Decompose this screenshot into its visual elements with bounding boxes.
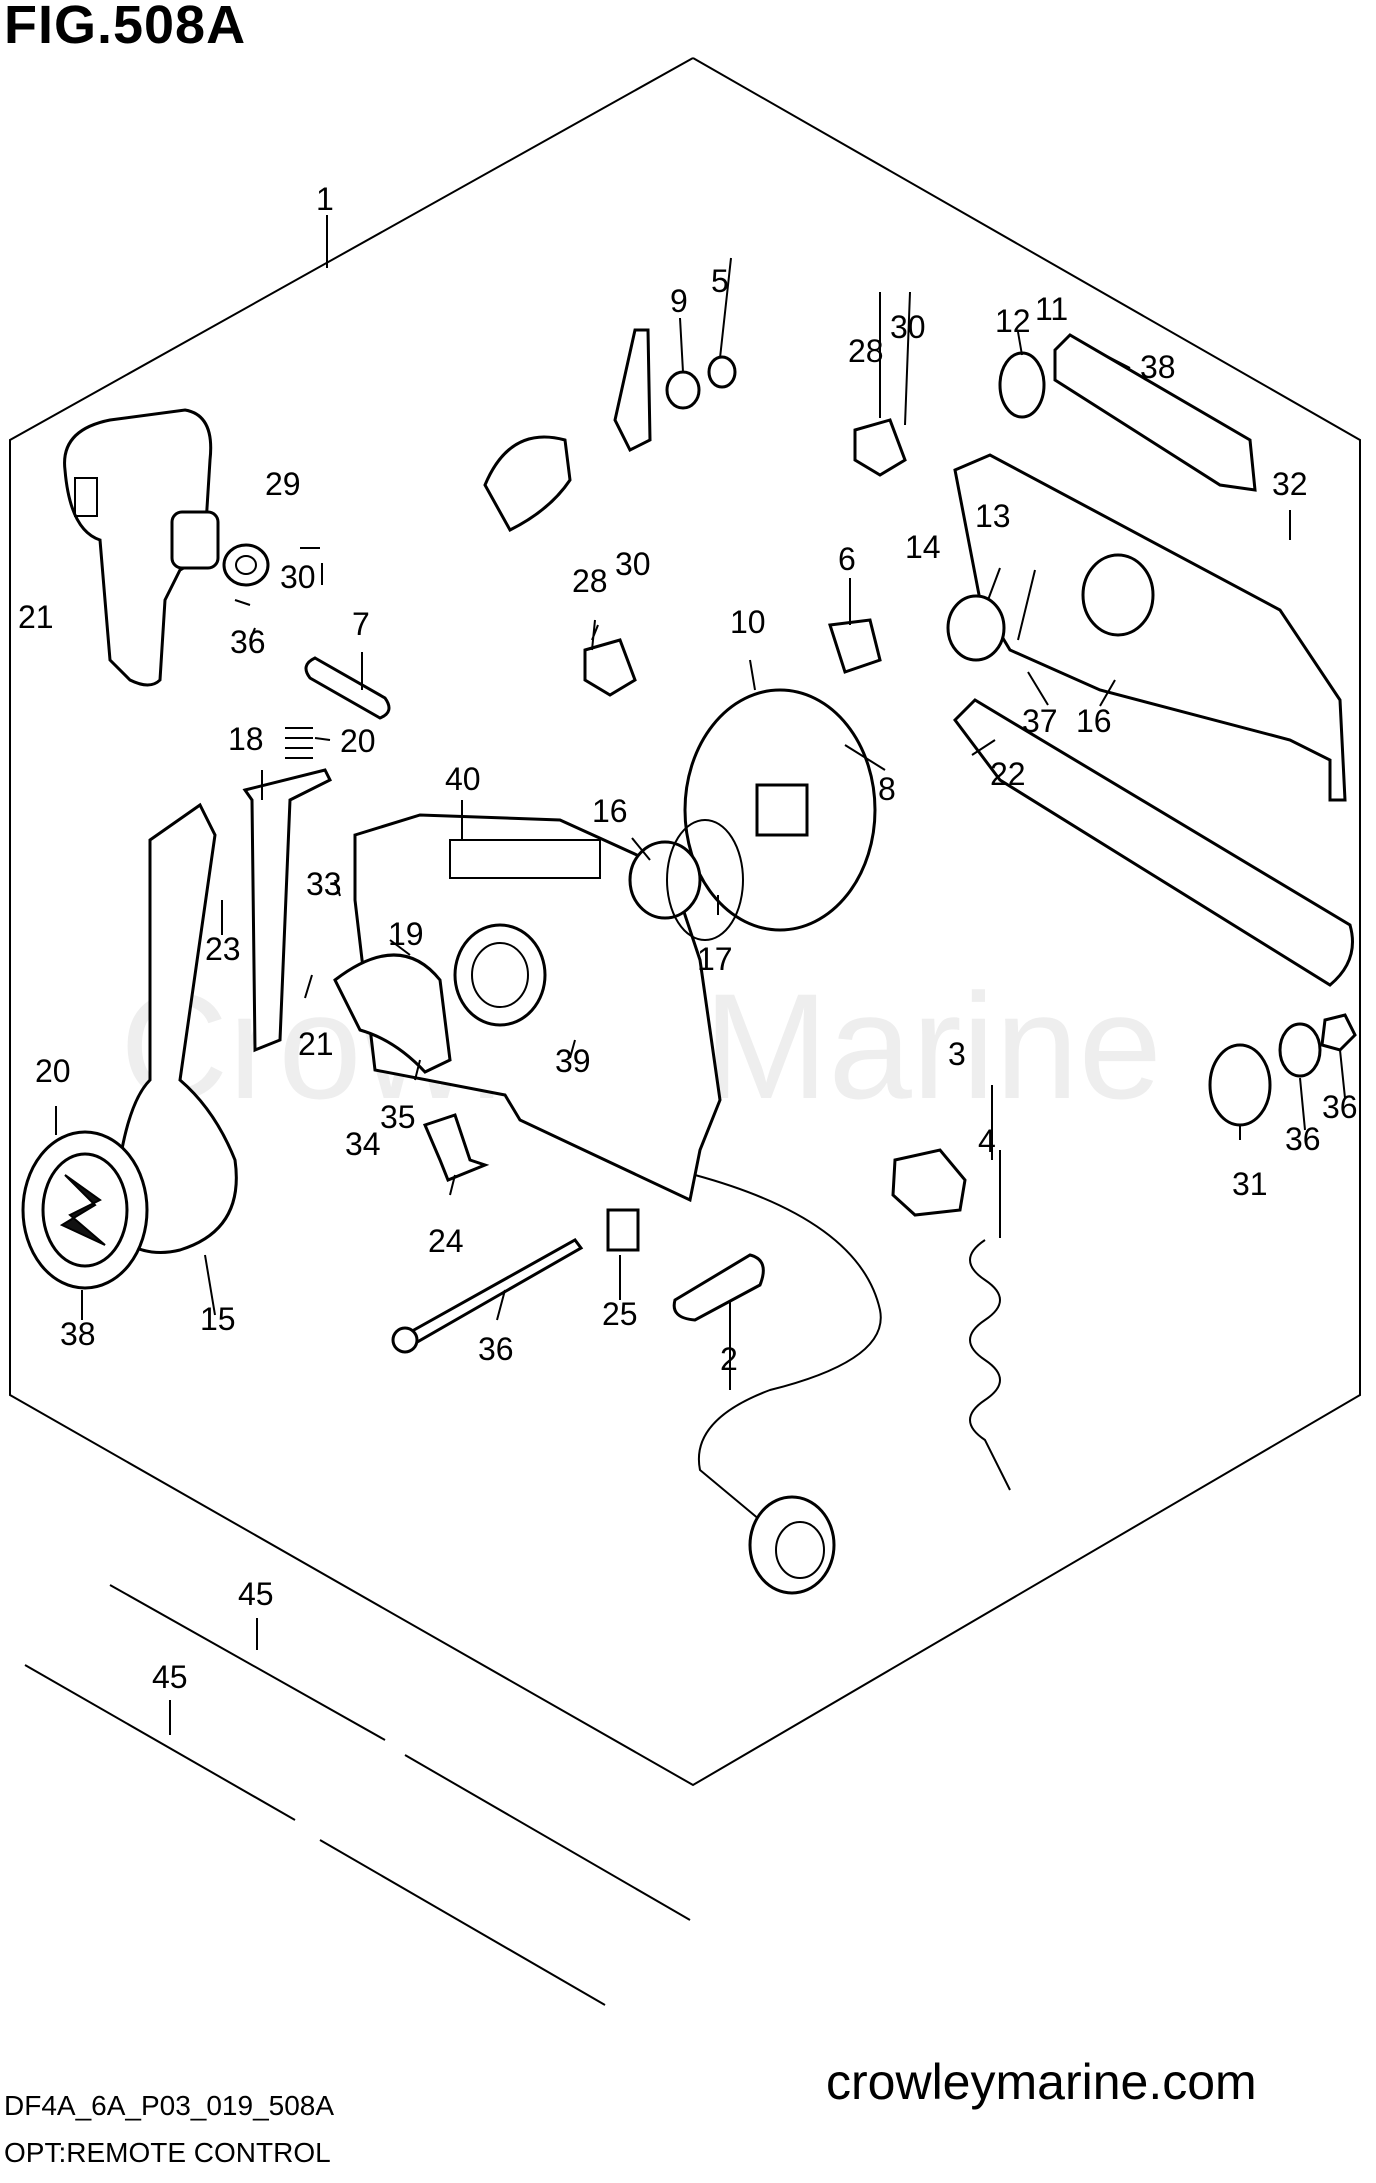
- part-oil-seal: [998, 351, 1046, 419]
- callout-23: 21: [18, 599, 54, 635]
- figure-title: FIG.508A: [4, 0, 247, 55]
- callout-43: 39: [555, 1043, 591, 1079]
- part-wire-harness: [694, 1174, 882, 1521]
- callout-30b: 30: [615, 546, 651, 582]
- part-lanyard: [969, 1239, 1011, 1491]
- part-grommet: [1208, 1043, 1272, 1127]
- website-label: crowleymarine.com: [826, 2054, 1257, 2110]
- part-shaft-6: [828, 618, 882, 674]
- part-pinion: [946, 594, 1006, 662]
- callout-45b: 45: [152, 1659, 188, 1695]
- callout-35: 34: [345, 1126, 381, 1162]
- callout-30a: 30: [890, 309, 926, 345]
- callout-26: 24: [428, 1223, 464, 1259]
- part-detent: [613, 328, 652, 453]
- part-bracket-28-upper: [853, 418, 907, 477]
- part-cable-upper: [109, 1584, 386, 1741]
- callout-14: 14: [905, 529, 941, 565]
- callout-2: 2: [720, 1341, 738, 1377]
- callout-30c: 30: [280, 559, 316, 595]
- part-cover-rail: [953, 698, 1354, 987]
- part-block: [606, 1208, 640, 1252]
- callout-19: 19: [388, 916, 424, 952]
- callout-36: 35: [380, 1099, 416, 1135]
- part-knob: [170, 510, 220, 570]
- part-clip: [422, 1113, 490, 1182]
- part-stop-switch: [891, 1148, 967, 1217]
- assembly-frame: [9, 57, 1361, 1787]
- diagram-description: OPT:REMOTE CONTROL: [4, 2137, 331, 2168]
- callout-29: 29: [265, 466, 301, 502]
- part-housing-bore: [453, 923, 547, 1027]
- callout-4: 4: [978, 1123, 996, 1159]
- callout-37: 38: [60, 1316, 96, 1352]
- part-washer-9: [665, 370, 701, 410]
- part-nut: [1320, 1013, 1357, 1052]
- part-connector: [748, 1495, 836, 1595]
- callout-38: 37: [1022, 703, 1058, 739]
- callout-24: 23: [205, 931, 241, 967]
- part-spring: [285, 727, 313, 759]
- part-control-arm: [102, 802, 238, 1254]
- callout-1: 1: [316, 181, 334, 217]
- callout-45a: 45: [238, 1576, 274, 1612]
- callout-17: 17: [697, 941, 733, 977]
- diagram-code: DF4A_6A_P03_019_508A: [4, 2090, 335, 2121]
- callout-7: 7: [352, 606, 370, 642]
- part-washer-5: [707, 355, 737, 389]
- callout-3: 3: [948, 1036, 966, 1072]
- callout-20: 20: [35, 1053, 71, 1089]
- callout-34: 36: [478, 1331, 514, 1367]
- callout-22: 20: [340, 723, 376, 759]
- callout-28a: 28: [848, 333, 884, 369]
- part-slide-bracket: [242, 768, 333, 1053]
- part-cable-lower: [24, 1664, 296, 1821]
- callout-41: 36: [1285, 1121, 1321, 1157]
- part-remote-housing: [353, 813, 722, 1203]
- part-bushing: [628, 840, 702, 920]
- callout-12: 12: [995, 303, 1031, 339]
- part-cam: [333, 953, 452, 1074]
- callout-27: 25: [602, 1296, 638, 1332]
- callout-5: 5: [711, 263, 729, 299]
- callout-15: 15: [200, 1301, 236, 1337]
- part-cover-bushing: [1081, 553, 1155, 637]
- callout-21: 21: [298, 1026, 334, 1062]
- callout-31: 31: [1232, 1166, 1268, 1202]
- part-cable-upper-end: [404, 1754, 691, 1921]
- callout-16b: 16: [592, 793, 628, 829]
- callout-42: 36: [230, 624, 266, 660]
- part-arm-plate: [483, 435, 572, 532]
- callout-10: 10: [730, 604, 766, 640]
- part-washer: [222, 543, 270, 587]
- callout-18: 18: [228, 721, 264, 757]
- part-plate: [672, 1253, 765, 1322]
- part-washer-41: [1278, 1022, 1322, 1078]
- callout-25: 22: [990, 756, 1026, 792]
- part-ring: [666, 819, 744, 941]
- callout-40: 36: [1322, 1089, 1358, 1125]
- callout-39: 38: [1140, 349, 1176, 385]
- callout-32: 32: [1272, 466, 1308, 502]
- part-gear-hub: [755, 783, 809, 837]
- part-handle-slot: [74, 477, 98, 517]
- callout-33: 33: [306, 866, 342, 902]
- part-bracket-28-lower: [583, 638, 637, 697]
- callout-16a: 16: [1076, 703, 1112, 739]
- callout-9: 9: [670, 283, 688, 319]
- callout-6: 6: [838, 541, 856, 577]
- part-lever-link: [1053, 333, 1257, 492]
- leader-lines: [55, 215, 1346, 1735]
- callout-13: 13: [975, 498, 1011, 534]
- part-side-cover: [953, 453, 1347, 802]
- callout-28b: 28: [572, 563, 608, 599]
- callout-44: 40: [445, 761, 481, 797]
- callout-11: 11: [1035, 291, 1068, 327]
- part-cable-lower-end: [319, 1839, 606, 2006]
- part-pin: [304, 656, 391, 720]
- callout-8: 8: [878, 771, 896, 807]
- part-indicator-panel: [449, 839, 601, 879]
- part-emblem: [59, 1174, 106, 1246]
